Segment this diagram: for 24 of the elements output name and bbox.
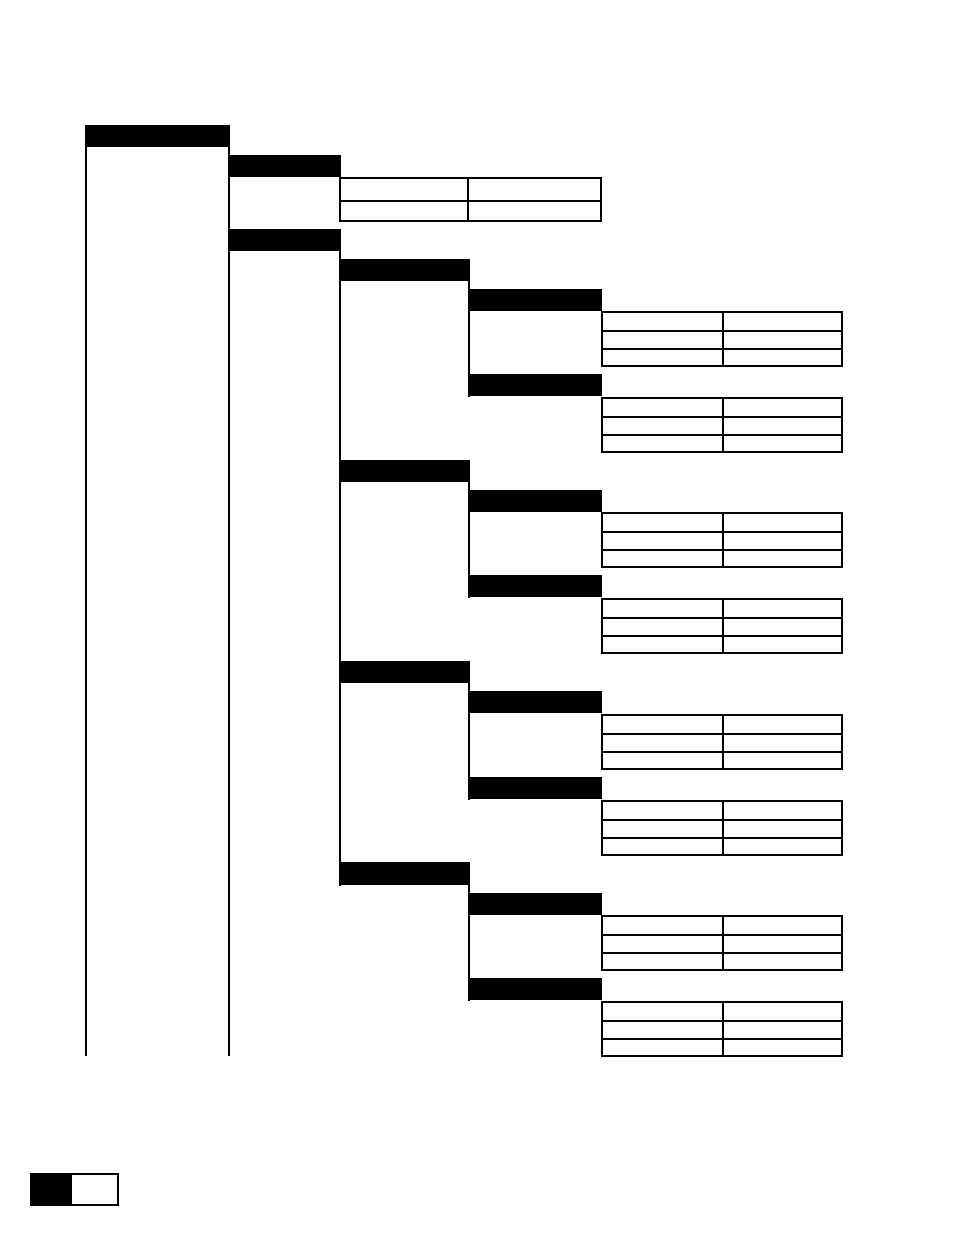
header-bar xyxy=(339,259,470,281)
header-bar xyxy=(468,374,602,396)
empty-table xyxy=(601,397,843,453)
empty-table xyxy=(601,1001,843,1057)
header-bar xyxy=(468,893,602,915)
header-bar xyxy=(229,155,341,177)
empty-table xyxy=(601,800,843,856)
empty-table xyxy=(601,598,843,654)
header-bar xyxy=(468,490,602,512)
header-bar xyxy=(468,691,602,713)
header-bar xyxy=(85,125,230,147)
header-bar xyxy=(339,661,470,683)
empty-table xyxy=(601,512,843,568)
header-bar xyxy=(468,777,602,799)
header-bar xyxy=(468,978,602,1000)
empty-table xyxy=(601,311,843,367)
header-bar xyxy=(468,575,602,597)
header-bar xyxy=(229,229,341,251)
header-bar xyxy=(468,289,602,311)
empty-table xyxy=(601,915,843,971)
empty-table xyxy=(339,177,602,222)
empty-table xyxy=(601,714,843,770)
header-bar xyxy=(339,460,470,482)
header-bar xyxy=(339,862,470,885)
